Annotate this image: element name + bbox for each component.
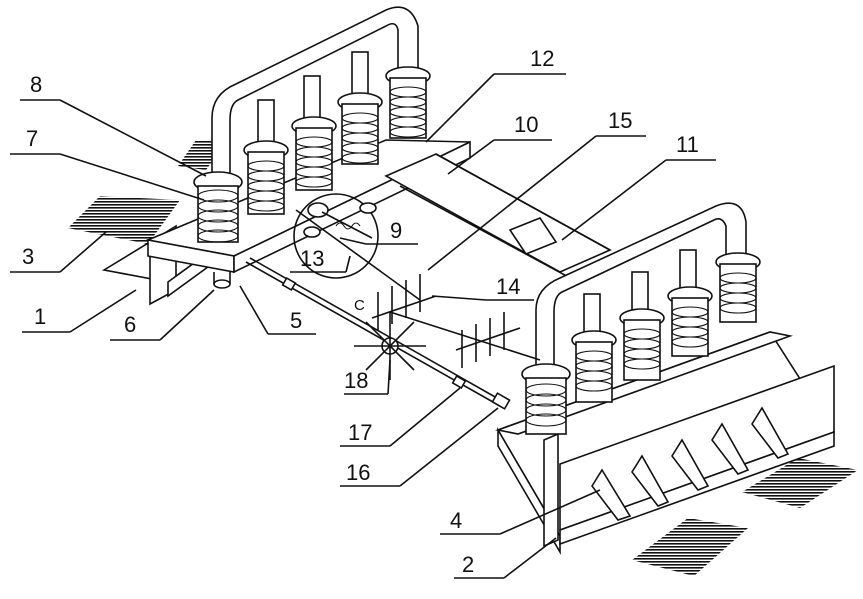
connecting-rails	[386, 154, 610, 280]
label-17: 17	[348, 420, 372, 445]
label-3: 3	[22, 244, 34, 269]
label-1: 1	[34, 304, 46, 329]
label-9: 9	[390, 218, 402, 243]
label-18: 18	[344, 368, 368, 393]
label-12: 12	[530, 46, 554, 71]
label-15: 15	[608, 108, 632, 133]
label-4: 4	[450, 508, 462, 533]
label-11: 11	[676, 132, 699, 157]
label-14: 14	[496, 274, 520, 299]
label-13: 13	[300, 246, 324, 271]
label-8: 8	[30, 72, 42, 97]
bottom-hatched-pad	[632, 518, 748, 576]
label-2: 2	[462, 552, 474, 577]
label-7: 7	[26, 126, 38, 151]
label-16: 16	[346, 460, 370, 485]
label-10: 10	[514, 112, 538, 137]
label-5: 5	[290, 308, 302, 333]
label-6: 6	[124, 312, 136, 337]
label-c: C	[354, 297, 365, 314]
